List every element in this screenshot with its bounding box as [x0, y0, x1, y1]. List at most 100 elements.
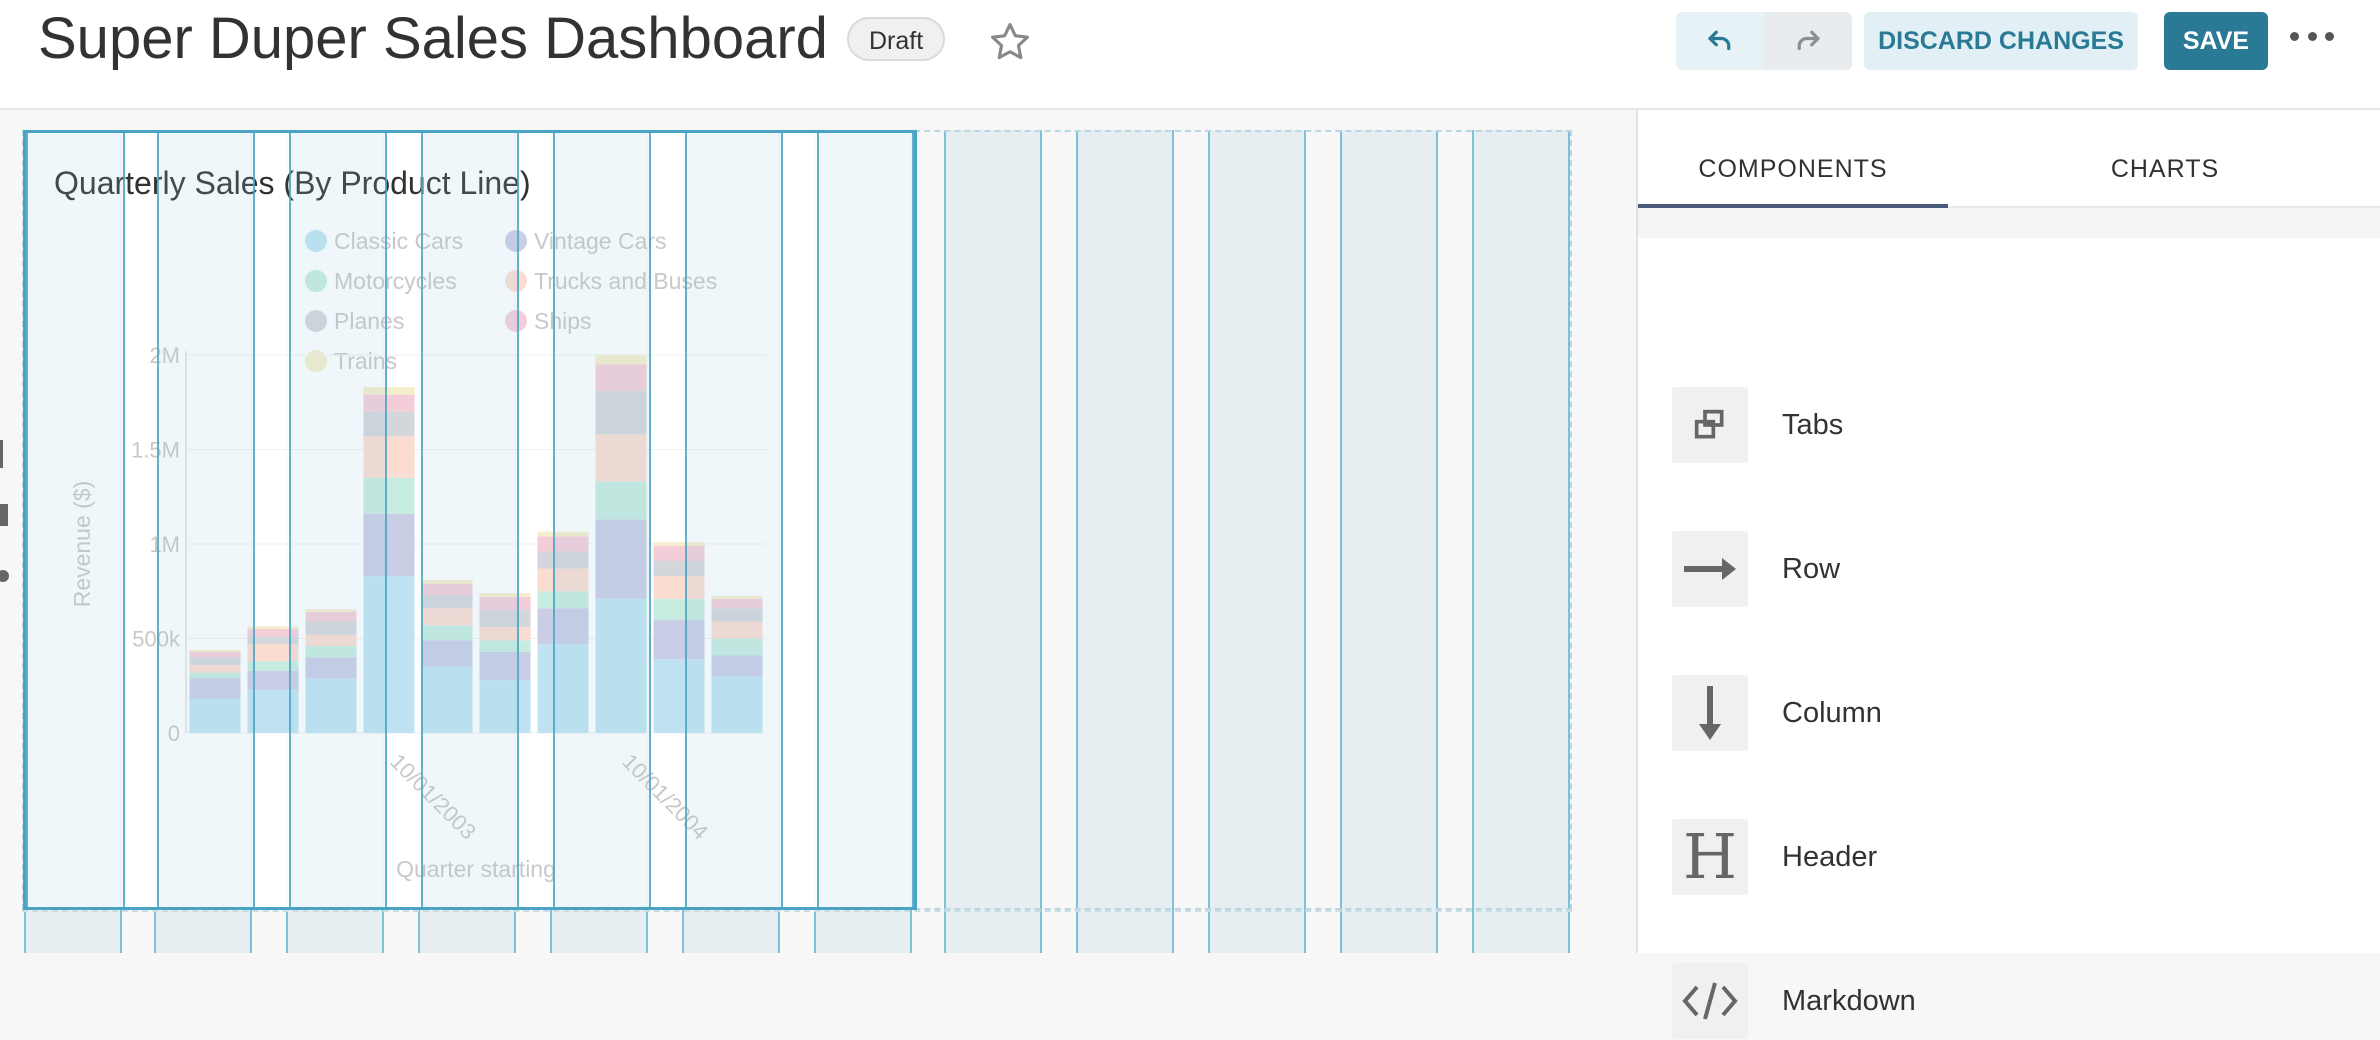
- grid-column-guide: [1340, 130, 1438, 953]
- bar-segment: [421, 595, 473, 609]
- bar-segment: [595, 390, 647, 435]
- redo-icon: [1797, 30, 1820, 51]
- bar-segment: [421, 666, 473, 733]
- component-row[interactable]: Row: [1672, 530, 2352, 608]
- bar-segment: [247, 644, 299, 662]
- bar-segment: [537, 591, 589, 609]
- bar-segment: [653, 561, 705, 577]
- bar-segment: [479, 627, 531, 641]
- component-label: Tabs: [1782, 408, 1844, 441]
- bar-segment: [363, 576, 415, 733]
- grid-column-guide: [944, 130, 1042, 953]
- discard-changes-button[interactable]: DISCARD CHANGES: [1864, 12, 2138, 70]
- bar-segment: [363, 436, 415, 478]
- bar-segment: [479, 596, 531, 611]
- bar-segment: [653, 598, 705, 620]
- bar-segment: [711, 608, 763, 622]
- legend-label: Motorcycles: [334, 268, 457, 294]
- component-column[interactable]: Column: [1672, 674, 2352, 752]
- legend-label: Ships: [534, 308, 592, 334]
- legend-label: Classic Cars: [334, 228, 463, 254]
- tab-charts[interactable]: CHARTS: [2110, 155, 2220, 183]
- save-button[interactable]: SAVE: [2164, 12, 2268, 70]
- bar-segment: [595, 598, 647, 733]
- grid-column-guide: [1472, 130, 1570, 953]
- bar-segment: [421, 583, 473, 596]
- bar-segment: [711, 621, 763, 639]
- bar-segment: [305, 646, 357, 658]
- x-axis-title: Quarter starting: [396, 856, 556, 882]
- legend-label: Vintage Cars: [534, 228, 667, 254]
- tab-components[interactable]: COMPONENTS: [1698, 155, 1888, 183]
- arrow-right-icon: [1672, 531, 1748, 607]
- bar-segment: [189, 698, 241, 733]
- bar-segment: [421, 625, 473, 641]
- x-tick-label: 10/01/2004: [617, 749, 713, 845]
- y-axis-title: Revenue ($): [69, 481, 95, 608]
- legend-marker: [305, 310, 327, 332]
- drop-zone-line: [22, 910, 1572, 912]
- y-tick-label: 500k: [132, 627, 181, 652]
- y-tick-label: 0: [168, 721, 180, 746]
- bar-segment: [189, 651, 241, 658]
- star-icon[interactable]: [988, 20, 1032, 64]
- bar-segment: [595, 434, 647, 482]
- bar-segment: [479, 680, 531, 733]
- builder-panel: COMPONENTS CHARTS Tabs Row: [1636, 110, 2380, 1039]
- bar-segment: [537, 568, 589, 592]
- bar-segment: [479, 610, 531, 628]
- bar-segment: [247, 626, 299, 630]
- legend-marker: [505, 310, 527, 332]
- component-markdown[interactable]: Markdown: [1672, 962, 2352, 1040]
- bar-segment: [247, 689, 299, 733]
- bar-segment: [711, 595, 763, 599]
- dashboard-title[interactable]: Super Duper Sales Dashboard: [38, 6, 828, 71]
- more-dot: [2325, 31, 2334, 41]
- bar-segment: [711, 598, 763, 609]
- bar-segment: [653, 659, 705, 733]
- bar-segment: [189, 649, 241, 652]
- code-icon: [1672, 963, 1748, 1039]
- component-label: Markdown: [1782, 984, 1916, 1017]
- component-header[interactable]: H Header: [1672, 818, 2352, 896]
- bar-segment: [595, 355, 647, 365]
- bar-segment: [653, 576, 705, 599]
- bar-segment: [537, 536, 589, 552]
- bar-segment: [247, 670, 299, 690]
- bar-segment: [363, 477, 415, 514]
- chart-side-handle[interactable]: [0, 440, 10, 600]
- bar-segment: [479, 651, 531, 681]
- dashboard-header: Super Duper Sales Dashboard Draft DISCAR…: [0, 0, 2380, 110]
- bar-segment: [363, 411, 415, 437]
- bar-segment: [537, 551, 589, 569]
- active-tab-indicator: [1638, 204, 1948, 208]
- bar-segment: [189, 678, 241, 699]
- legend-marker: [505, 270, 527, 292]
- bar-segment: [363, 387, 415, 395]
- bar-segment: [305, 678, 357, 733]
- bar-segment: [247, 661, 299, 671]
- bar-segment: [305, 634, 357, 647]
- bar-segment: [189, 672, 241, 679]
- more-options-icon[interactable]: [2290, 24, 2334, 48]
- legend-label: Planes: [334, 308, 404, 334]
- y-tick-label: 2M: [149, 343, 180, 368]
- more-dot: [2307, 31, 2317, 41]
- grid-column-guide: [1076, 130, 1174, 953]
- component-tabs[interactable]: Tabs: [1672, 386, 2352, 464]
- component-label: Row: [1782, 552, 1841, 585]
- x-tick-label: 10/01/2003: [385, 749, 481, 845]
- undo-button[interactable]: [1676, 12, 1764, 70]
- component-label: Column: [1782, 696, 1882, 729]
- legend-marker: [305, 230, 327, 252]
- grid-column-guide: [1208, 130, 1306, 953]
- chart-title: Quarterly Sales (By Product Line): [54, 165, 531, 201]
- tabs-icon: [1672, 387, 1748, 463]
- bar-segment: [305, 621, 357, 635]
- redo-button[interactable]: [1764, 12, 1852, 70]
- bar-segment: [421, 608, 473, 626]
- bar-segment: [189, 664, 241, 673]
- y-tick-label: 1M: [149, 532, 180, 557]
